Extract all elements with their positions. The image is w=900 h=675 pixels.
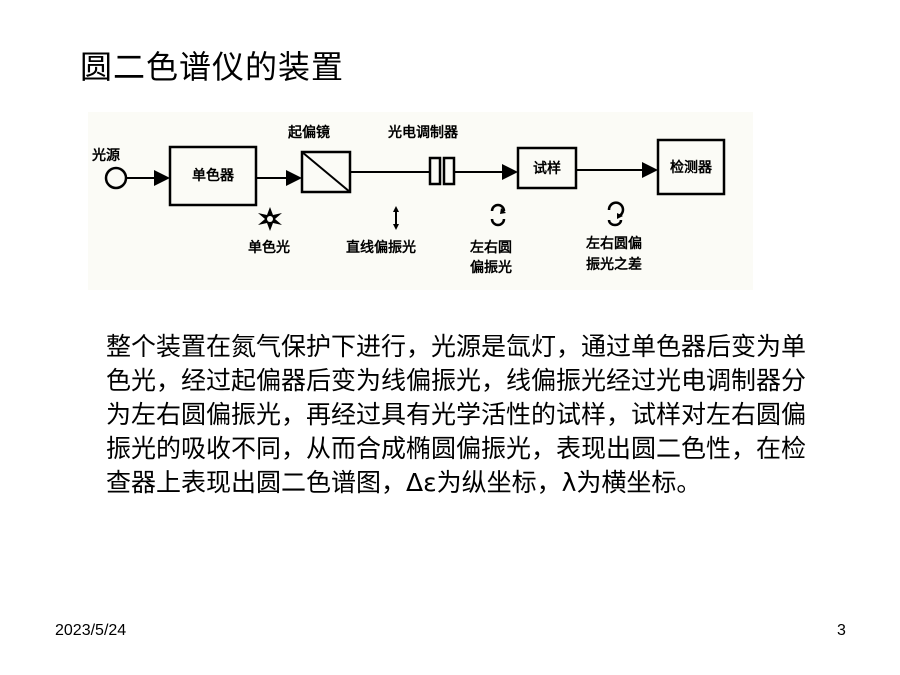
monochromator-box — [168, 145, 258, 207]
instrument-diagram: 光源 单色器 起偏镜 光电调制器 试样 检测器 — [88, 112, 753, 290]
polarizer-label: 起偏镜 — [287, 124, 330, 141]
linear-light-label: 直线偏振光 — [346, 239, 416, 256]
monochromator-label: 单色器 — [192, 167, 235, 184]
circular-arrows-icon — [490, 203, 506, 227]
modulator-label: 光电调制器 — [387, 124, 459, 141]
circular-arrow-icon — [607, 201, 625, 227]
modulator-icon — [424, 156, 456, 186]
slide-body-text: 整个装置在氮气保护下进行，光源是氙灯，通过单色器后变为单色光，经过起偏器后变为线… — [106, 332, 807, 497]
light-source-icon — [104, 166, 128, 190]
sample-label: 试样 — [533, 160, 561, 177]
light-source-label: 光源 — [91, 147, 120, 164]
star-icon — [258, 207, 282, 231]
diagram-svg: 光源 单色器 起偏镜 光电调制器 试样 检测器 — [91, 124, 726, 276]
difference-label-1: 左右圆偏 — [585, 235, 642, 252]
page-number: 3 — [837, 622, 846, 639]
double-arrow-icon — [393, 206, 399, 230]
detector-label: 检测器 — [670, 159, 713, 176]
circular-light-label-1: 左右圆 — [469, 239, 512, 256]
footer-date: 2023/5/24 — [55, 622, 127, 639]
mono-light-label: 单色光 — [248, 239, 290, 256]
slide-title: 圆二色谱仪的装置 — [80, 48, 345, 86]
sample-box — [516, 146, 578, 190]
polarizer-diagonal — [301, 151, 351, 193]
difference-label-2: 振光之差 — [586, 256, 642, 273]
circular-light-label-2: 偏振光 — [470, 259, 512, 276]
detector-box — [656, 138, 726, 196]
